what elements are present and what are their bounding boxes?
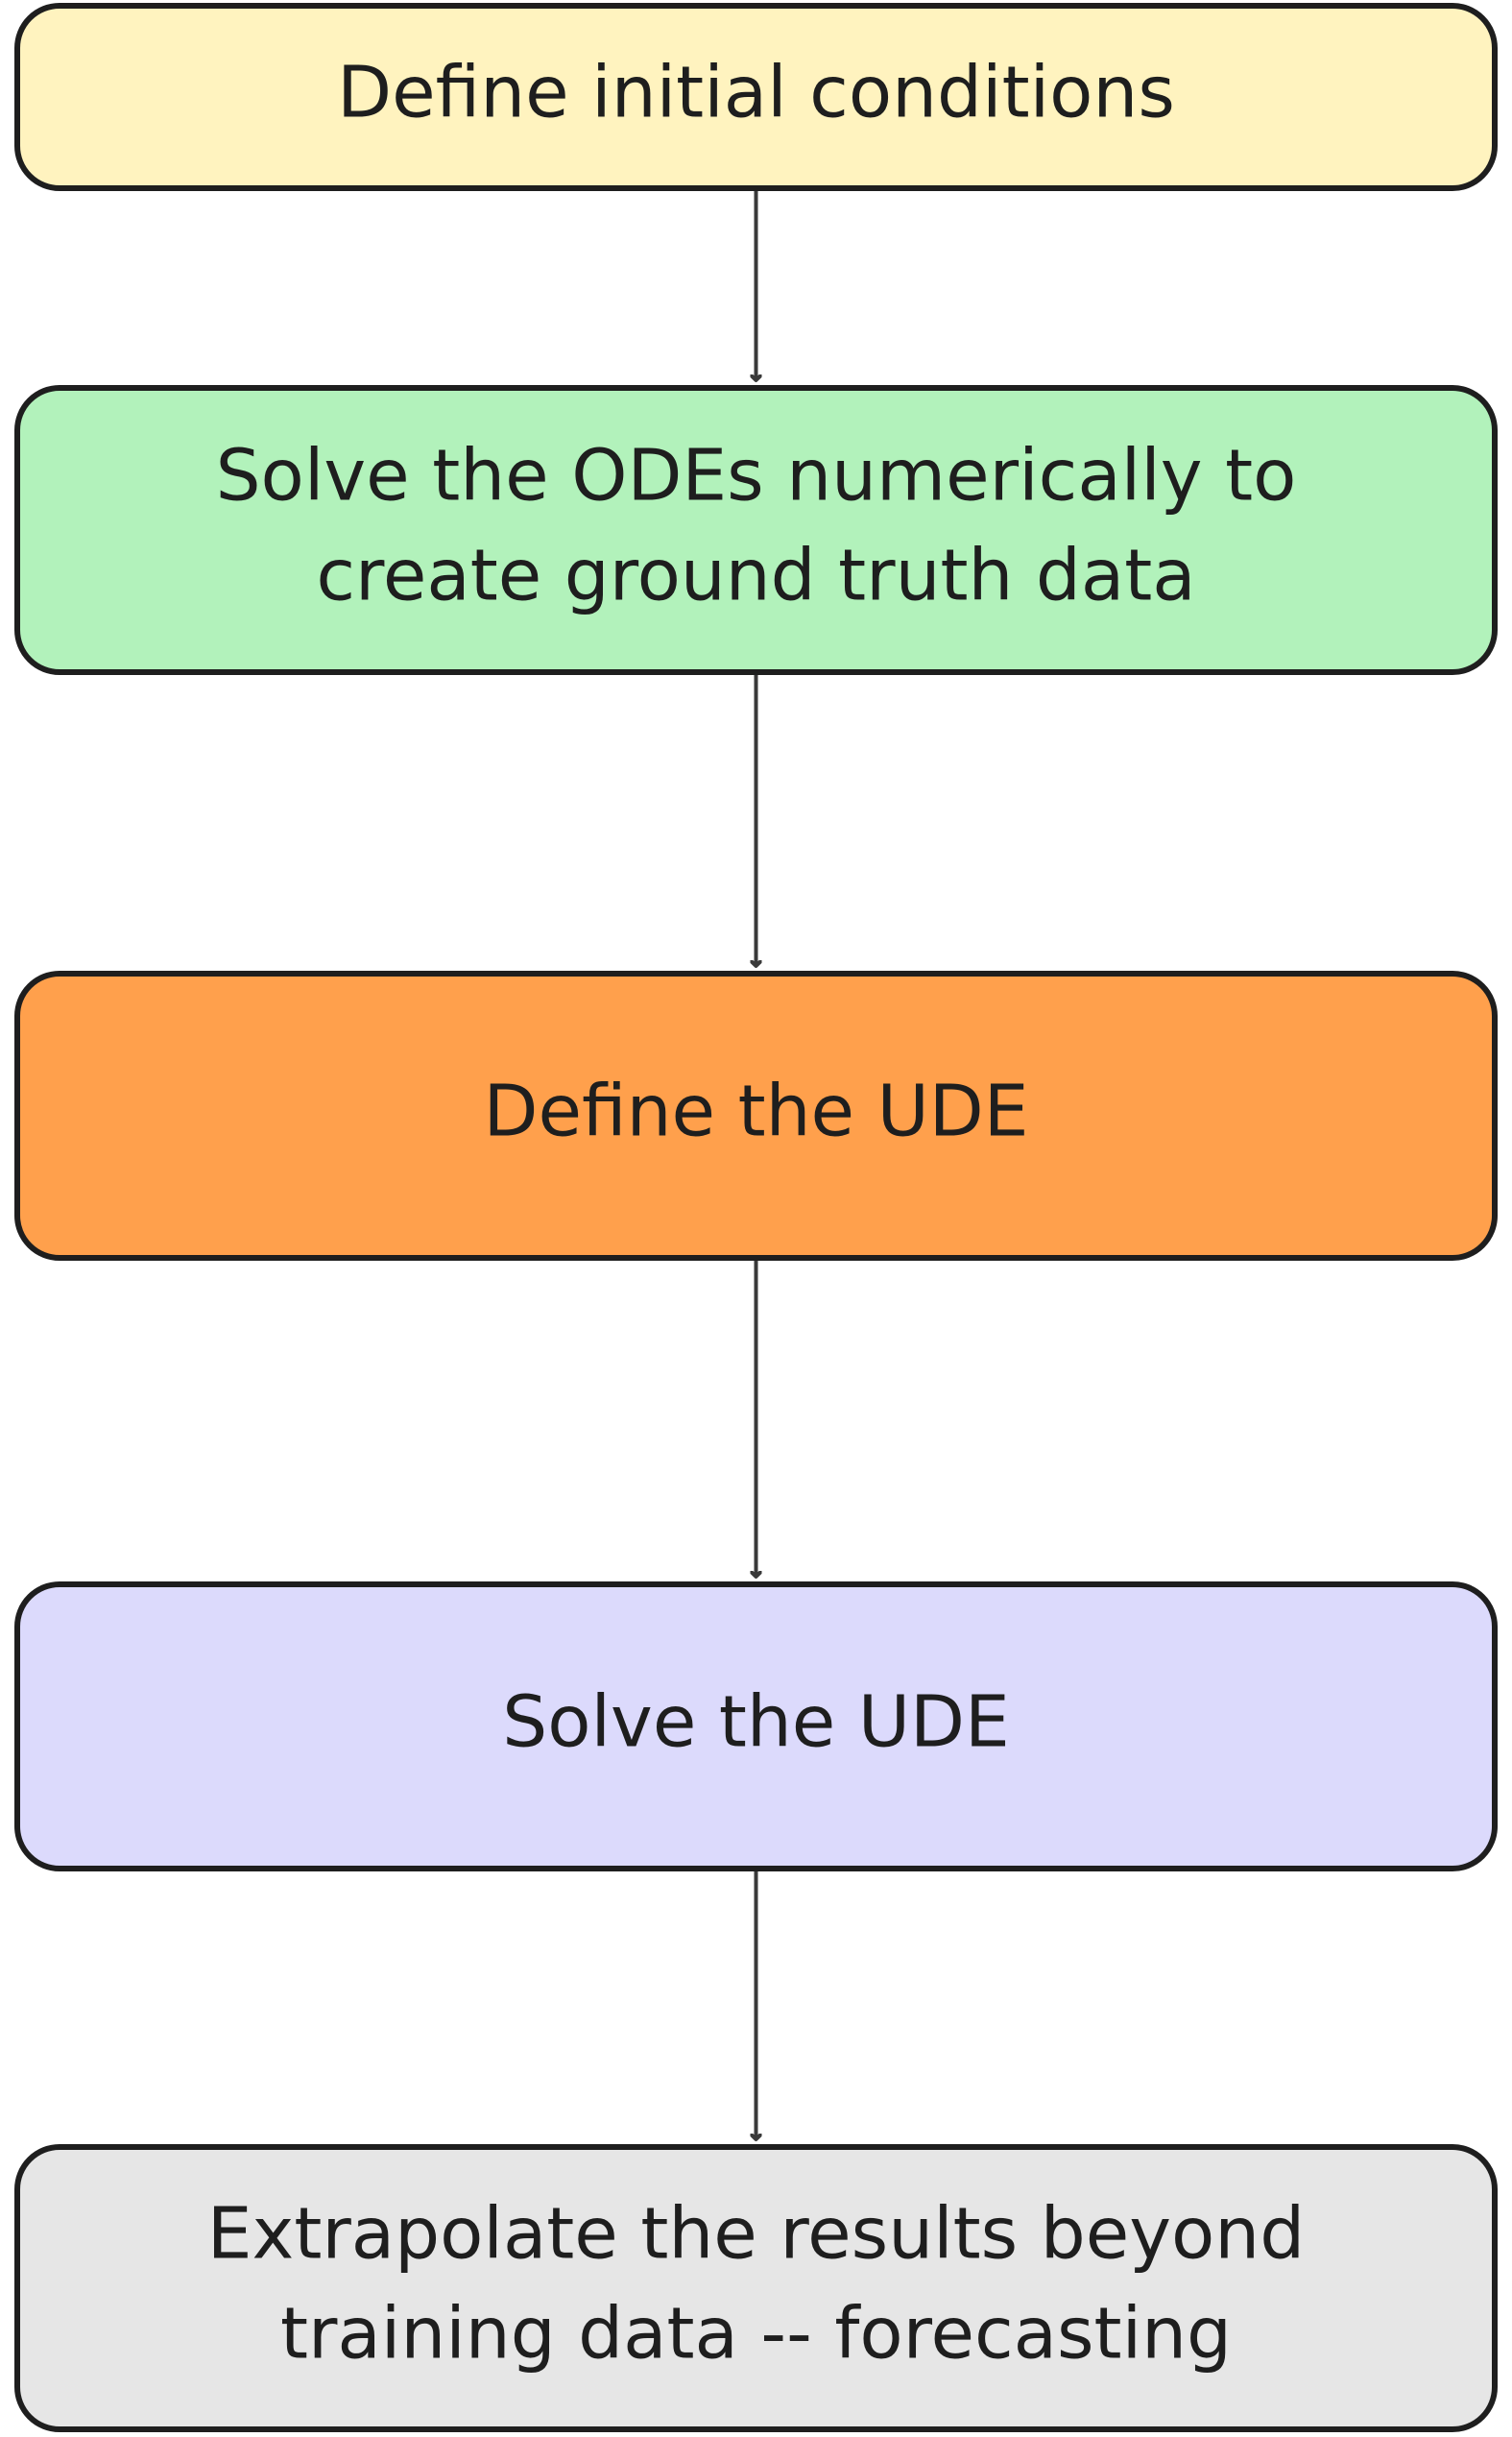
node-box — [14, 971, 1498, 1261]
node-solve-odes: Solve the ODEs numerically to create grou… — [14, 385, 1498, 675]
node-label-line: training data -- forecasting — [280, 2293, 1232, 2376]
node-label-line: Define initial conditions — [337, 52, 1175, 134]
node-box — [14, 2144, 1498, 2432]
node-define-initial-conditions: Define initial conditions — [14, 3, 1498, 191]
node-extrapolate: Extrapolate the results beyond training d… — [14, 2144, 1498, 2432]
node-label-line: Solve the UDE — [502, 1681, 1010, 1764]
node-label-line: create ground truth data — [316, 535, 1195, 617]
node-box — [14, 385, 1498, 675]
node-box — [14, 3, 1498, 191]
node-define-ude: Define the UDE — [14, 971, 1498, 1261]
node-box — [14, 1581, 1498, 1871]
node-solve-ude: Solve the UDE — [14, 1581, 1498, 1871]
node-label-line: Define the UDE — [484, 1071, 1029, 1153]
node-label-line: Solve the ODEs numerically to — [216, 435, 1297, 518]
node-label-line: Extrapolate the results beyond — [207, 2193, 1305, 2276]
